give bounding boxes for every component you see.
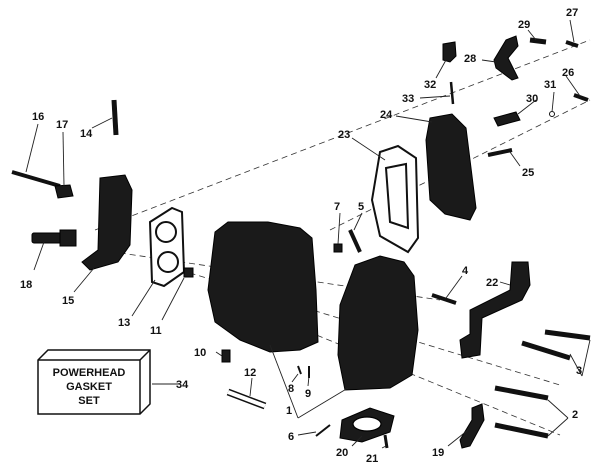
long-bolt: [11, 170, 61, 188]
callout-25: 25: [522, 167, 534, 179]
callout-8: 8: [288, 383, 294, 395]
part-32: [442, 41, 457, 63]
stud-part: [111, 99, 119, 136]
callout-labels: 1 2 3 4 5 6 7 8 9 10 11 12 13 14 15 16 1…: [20, 7, 582, 465]
callout-29: 29: [518, 19, 530, 31]
callout-15: 15: [62, 295, 74, 307]
gasket-set-box: POWERHEAD GASKET SET: [37, 349, 151, 415]
callout-34: 34: [176, 379, 189, 391]
callout-23: 23: [338, 129, 350, 141]
clip-part: [54, 184, 74, 199]
crankcase-half: [337, 255, 419, 391]
cylinder-head: [81, 174, 133, 271]
callout-7: 7: [334, 201, 340, 213]
pin-33: [449, 81, 455, 105]
callout-16: 16: [32, 111, 44, 123]
small-bolt-4: [431, 293, 457, 305]
leader-lines: [25, 19, 591, 449]
head-gasket: [148, 206, 186, 288]
callout-4: 4: [462, 265, 469, 277]
callout-21: 21: [366, 453, 378, 465]
box-line-3: SET: [78, 395, 100, 407]
callout-13: 13: [118, 317, 130, 329]
callout-19: 19: [432, 447, 444, 459]
bolt-set-2: [494, 385, 549, 439]
ring-31: [549, 111, 555, 117]
bolt-27: [565, 40, 579, 48]
callout-31: 31: [544, 79, 556, 91]
spark-plug: [31, 229, 77, 247]
callout-12: 12: [244, 367, 256, 379]
bearing-plate: [339, 407, 395, 443]
callout-30: 30: [526, 93, 538, 105]
bracket-part: [459, 261, 531, 359]
callout-20: 20: [336, 447, 348, 459]
callout-32: 32: [424, 79, 436, 91]
callout-2: 2: [572, 409, 578, 421]
pin-12: [226, 388, 267, 410]
arm-28: [493, 35, 519, 81]
callout-5: 5: [358, 201, 364, 213]
bolt-set-3: [521, 329, 591, 361]
pin-5: [348, 229, 362, 253]
pin-6: [315, 424, 331, 437]
callout-14: 14: [80, 128, 93, 140]
dowel-pin: [183, 267, 194, 278]
callout-26: 26: [562, 67, 574, 79]
callout-3: 3: [576, 365, 582, 377]
callout-28: 28: [464, 53, 476, 65]
callout-33: 33: [402, 93, 414, 105]
callout-1: 1: [286, 405, 292, 417]
callout-9: 9: [305, 388, 311, 400]
cylinder-block: [207, 221, 319, 353]
callout-10: 10: [194, 347, 206, 359]
pin-8: [297, 365, 302, 375]
bolt-29: [529, 37, 547, 45]
callout-11: 11: [150, 325, 162, 337]
part-30: [493, 111, 521, 127]
callout-22: 22: [486, 277, 498, 289]
small-screw: [383, 434, 389, 449]
box-line-2: GASKET: [66, 381, 112, 393]
dowel-7: [333, 243, 343, 253]
callout-6: 6: [288, 431, 294, 443]
exhaust-cover: [425, 113, 477, 221]
bolt-25: [487, 148, 513, 157]
dowel-10: [221, 349, 231, 363]
bolt-26: [573, 93, 589, 102]
callout-24: 24: [380, 109, 393, 121]
callout-27: 27: [566, 7, 578, 19]
lever-part: [459, 403, 485, 449]
callout-18: 18: [20, 279, 32, 291]
box-line-1: POWERHEAD: [53, 367, 126, 379]
callout-17: 17: [56, 119, 68, 131]
cover-gasket: [370, 144, 420, 254]
